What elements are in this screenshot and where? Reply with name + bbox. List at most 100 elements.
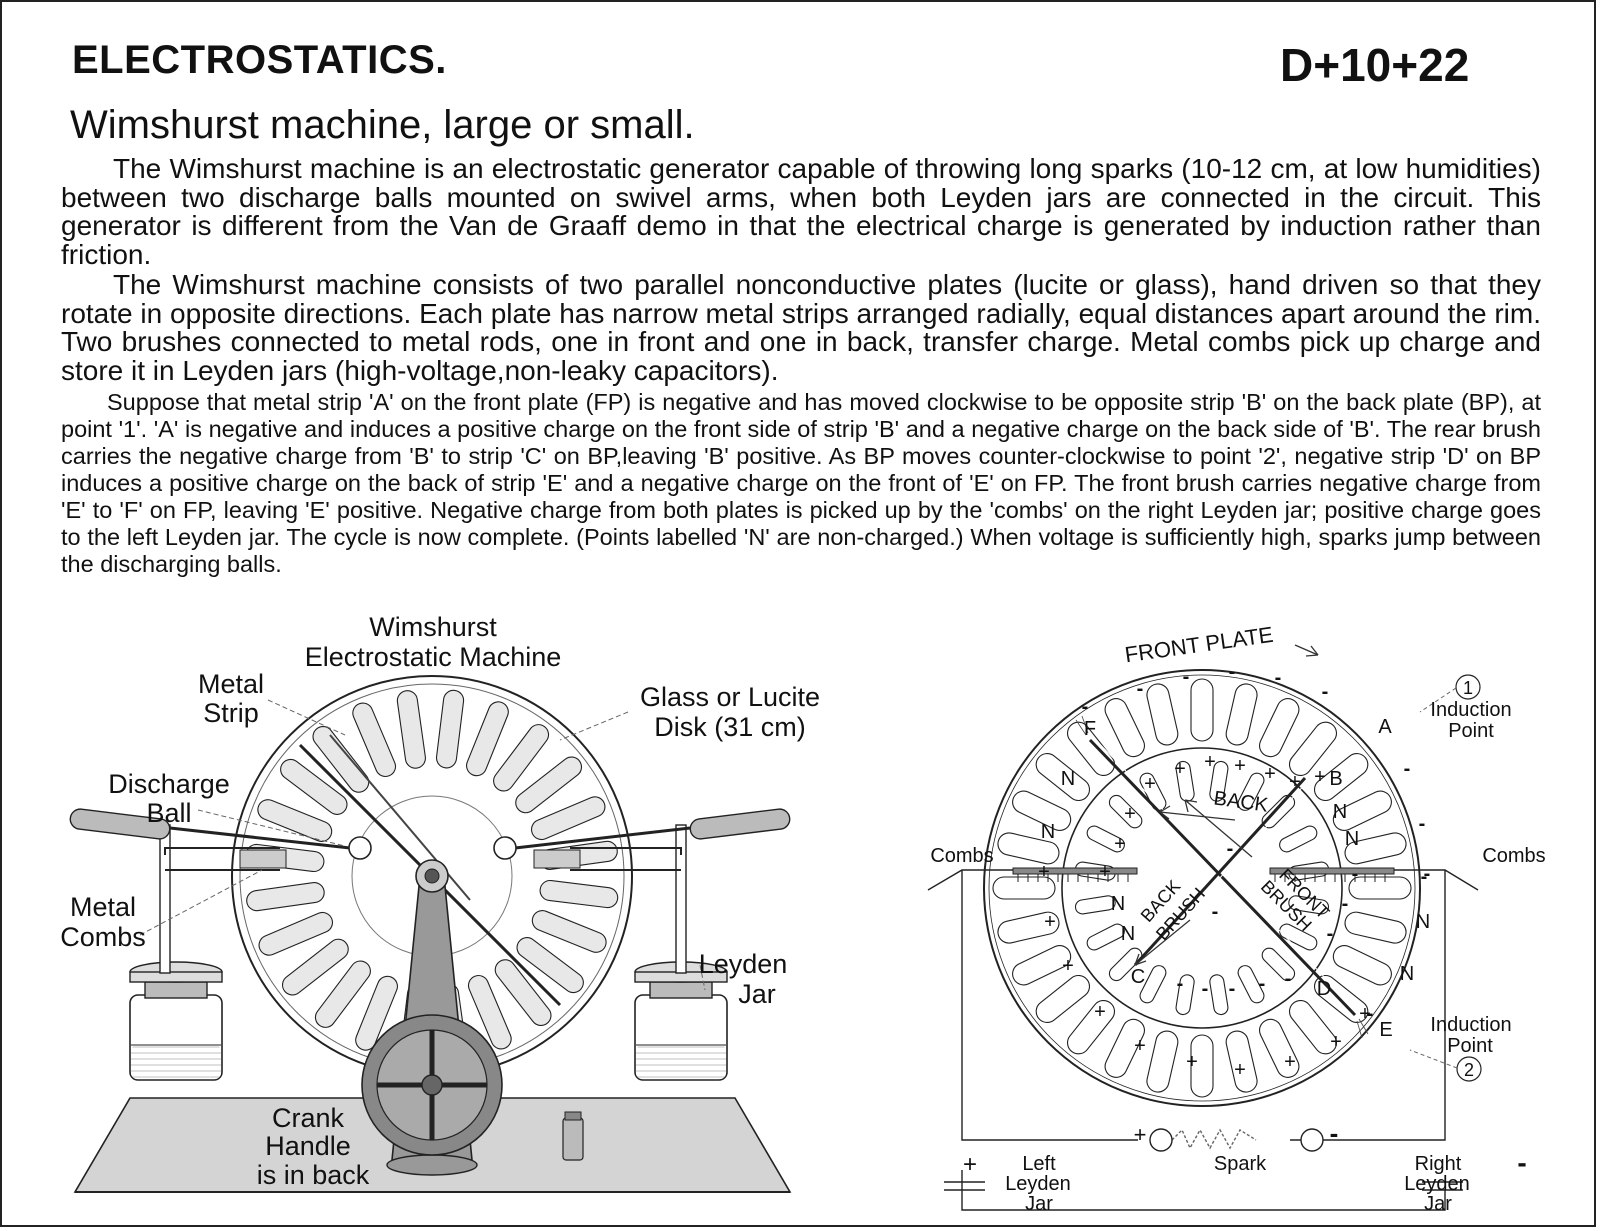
minus-charge-mark: - <box>1419 813 1426 835</box>
discharge-arm-left <box>69 808 372 860</box>
plus-charge-mark: + <box>1314 766 1326 788</box>
minus-charge-mark: - <box>1327 923 1334 945</box>
metal-strip <box>1237 772 1265 811</box>
label-metal-strip-2: Strip <box>203 698 259 728</box>
metal-strip <box>1288 895 1330 915</box>
strip-letter-e: E <box>1379 1019 1392 1041</box>
metal-comb-right <box>533 849 581 869</box>
right-jar-label-1: Right <box>1415 1153 1462 1175</box>
paragraph-1: The Wimshurst machine is an electrostati… <box>61 153 1541 270</box>
metal-strip <box>515 756 583 814</box>
back-plate-boundary <box>1061 747 1343 1029</box>
plus-charge-mark: + <box>1359 1003 1371 1025</box>
strip-letter-f: F <box>1084 718 1096 740</box>
plus-charge-mark: + <box>1038 861 1050 883</box>
paragraph-2: The Wimshurst machine consists of two pa… <box>61 270 1541 385</box>
metal-strip <box>258 911 334 956</box>
metal-strip <box>531 910 607 953</box>
minus-charge-mark: - <box>1229 978 1236 1000</box>
metal-strip <box>1108 794 1143 829</box>
strip-letter-b: B <box>1329 768 1342 790</box>
front-plate-label: FRONT PLATE <box>1123 622 1275 668</box>
plus-charge-mark: + <box>1114 833 1126 855</box>
neutral-mark: N <box>1111 893 1125 915</box>
metal-strip <box>992 876 1056 900</box>
plus-charge-mark: + <box>1204 751 1216 773</box>
minus-charge-mark: - <box>1177 973 1184 995</box>
metal-strip <box>997 832 1060 865</box>
leyden-jar-left <box>129 824 223 1081</box>
label-metal-combs-2: Combs <box>60 922 146 952</box>
strip-letter-d: D <box>1317 978 1331 1000</box>
discharge-arm-right <box>493 808 791 860</box>
metal-strip <box>281 938 349 996</box>
metal-strip <box>1344 911 1407 944</box>
leyden-jar-right <box>634 824 728 1081</box>
metal-strip <box>1259 1018 1300 1078</box>
page-title: ELECTROSTATICS. <box>72 38 447 82</box>
plus-charge-mark: + <box>1174 758 1186 780</box>
neutral-mark: N <box>1061 768 1075 790</box>
paragraph-3: Suppose that metal strip 'A' on the fron… <box>61 389 1541 578</box>
metal-strip <box>1279 923 1318 951</box>
neutral-mark: N <box>1400 963 1414 985</box>
label-crank-3: is in back <box>257 1160 370 1190</box>
label-crank-1: Crank <box>272 1103 345 1133</box>
metal-strip <box>467 974 512 1050</box>
circuit-wires <box>927 869 1479 1211</box>
label-leyden-jar-1: Leyden <box>699 949 788 979</box>
metal-strip <box>1012 790 1072 831</box>
spark-ball-right <box>1300 1128 1324 1152</box>
right-jar-label-3: Jar <box>1424 1193 1452 1215</box>
metal-strip <box>1313 752 1369 802</box>
induction-point-1-label-b: Point <box>1448 720 1494 742</box>
label-metal-combs-1: Metal <box>70 892 136 922</box>
strip-letter-a: A <box>1378 716 1392 738</box>
plus-charge-mark: + <box>1330 1031 1342 1053</box>
metal-strip <box>1225 1030 1258 1093</box>
metal-strip <box>1108 947 1143 982</box>
metal-strip <box>396 690 426 769</box>
metal-strip <box>1237 965 1265 1004</box>
metal-strip <box>1225 683 1258 746</box>
metal-strip <box>1139 772 1167 811</box>
metal-strip <box>1104 698 1145 758</box>
plus-charge-mark: + <box>1062 955 1074 977</box>
front-brush-rod <box>1088 738 1357 1017</box>
plus-charge-mark: + <box>1234 1059 1246 1081</box>
metal-strip <box>435 689 465 769</box>
metal-strip <box>493 724 550 792</box>
metal-strip <box>246 882 325 912</box>
induction-point-2-label-a: Induction <box>1430 1014 1511 1036</box>
front-plate-outer <box>983 669 1421 1107</box>
plus-charge-mark: + <box>1289 771 1301 793</box>
metal-strip <box>1086 923 1125 951</box>
metal-strip <box>355 975 398 1051</box>
metal-strip <box>539 879 619 909</box>
metal-strip <box>1259 698 1300 758</box>
paragraph-3-text: Suppose that metal strip 'A' on the fron… <box>61 389 1541 577</box>
label-leyden-jar-2: Jar <box>738 979 776 1009</box>
metal-strip <box>1146 683 1179 746</box>
strip-letter-c: C <box>1131 966 1145 988</box>
machine-title-line2: Electrostatic Machine <box>305 642 562 672</box>
metal-strip <box>1190 678 1214 742</box>
plus-charge-mark: + <box>1144 773 1156 795</box>
right-jar-label-2: Leyden <box>1404 1173 1470 1195</box>
metal-strip <box>1209 974 1229 1016</box>
metal-strip <box>280 758 348 815</box>
spark-ball-left <box>1149 1128 1173 1152</box>
metal-strip <box>1332 945 1392 986</box>
discharge-ball-left <box>348 836 372 860</box>
minus-charge-mark: - <box>1367 1003 1374 1025</box>
plus-charge-mark: + <box>1099 861 1111 883</box>
metal-strip <box>1344 832 1407 865</box>
metal-strip <box>1139 965 1167 1004</box>
left-jar-label-1: Left <box>1022 1153 1056 1175</box>
paragraph-1-text: The Wimshurst machine is an electrostati… <box>61 153 1541 270</box>
front-plate-strips <box>992 678 1412 1098</box>
metal-strip <box>1035 752 1091 802</box>
induction-point-1-number: 1 <box>1463 678 1473 698</box>
minus-charge-mark: - <box>1082 696 1089 718</box>
